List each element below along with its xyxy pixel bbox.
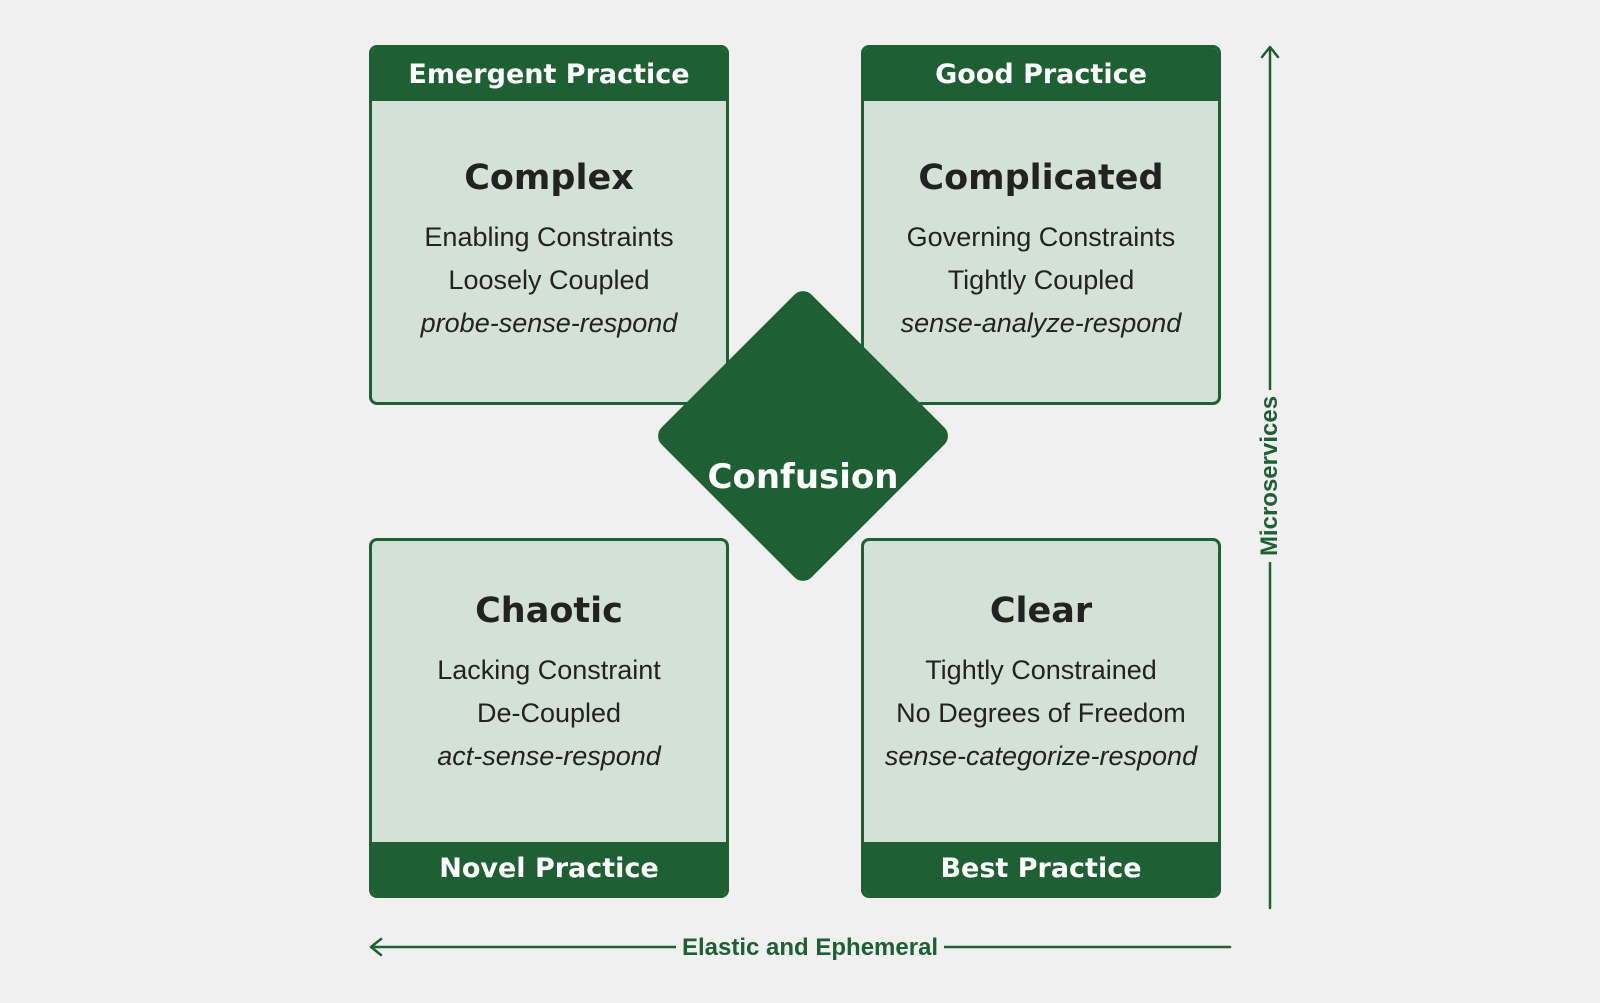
constraint-text: Governing Constraints xyxy=(906,222,1176,252)
practice-label-good: Good Practice xyxy=(864,48,1218,101)
practice-label-best: Best Practice xyxy=(864,842,1218,895)
constraint-text: Enabling Constraints xyxy=(424,222,674,252)
quadrant-title-clear: Clear xyxy=(989,591,1093,631)
quadrant-clear: Clear Tightly Constrained No Degrees of … xyxy=(861,538,1221,898)
coupling-text: No Degrees of Freedom xyxy=(896,698,1186,728)
quadrant-complicated-content: Complicated Governing Constraints Tightl… xyxy=(864,158,1218,345)
constraint-text: Lacking Constraint xyxy=(437,655,661,685)
quadrant-complicated: Good Practice Complicated Governing Cons… xyxy=(861,45,1221,405)
y-axis-arrowhead xyxy=(1260,45,1280,59)
y-axis-label: Microservices xyxy=(1256,389,1284,563)
practice-label-novel: Novel Practice xyxy=(372,842,726,895)
coupling-text: Tightly Coupled xyxy=(947,265,1135,295)
confusion-label: Confusion xyxy=(707,457,899,497)
x-axis-label: Elastic and Ephemeral xyxy=(676,934,945,962)
quadrant-chaotic: Chaotic Lacking Constraint De-Coupled ac… xyxy=(369,538,729,898)
approach-text: sense-analyze-respond xyxy=(900,308,1182,338)
quadrant-complex-content: Complex Enabling Constraints Loosely Cou… xyxy=(372,158,726,345)
constraint-text: Tightly Constrained xyxy=(925,655,1157,685)
x-axis-arrowhead xyxy=(369,937,383,957)
approach-text: probe-sense-respond xyxy=(420,308,678,338)
approach-text: sense-categorize-respond xyxy=(884,741,1198,771)
quadrant-clear-content: Clear Tightly Constrained No Degrees of … xyxy=(864,591,1218,778)
practice-label-emergent: Emergent Practice xyxy=(372,48,726,101)
coupling-text: Loosely Coupled xyxy=(448,265,650,295)
quadrant-title-complex: Complex xyxy=(464,158,634,198)
quadrant-complex: Emergent Practice Complex Enabling Const… xyxy=(369,45,729,405)
quadrant-title-complicated: Complicated xyxy=(918,158,1164,198)
quadrant-chaotic-content: Chaotic Lacking Constraint De-Coupled ac… xyxy=(372,591,726,778)
approach-text: act-sense-respond xyxy=(437,741,661,771)
coupling-text: De-Coupled xyxy=(476,698,622,728)
quadrant-title-chaotic: Chaotic xyxy=(475,591,623,631)
